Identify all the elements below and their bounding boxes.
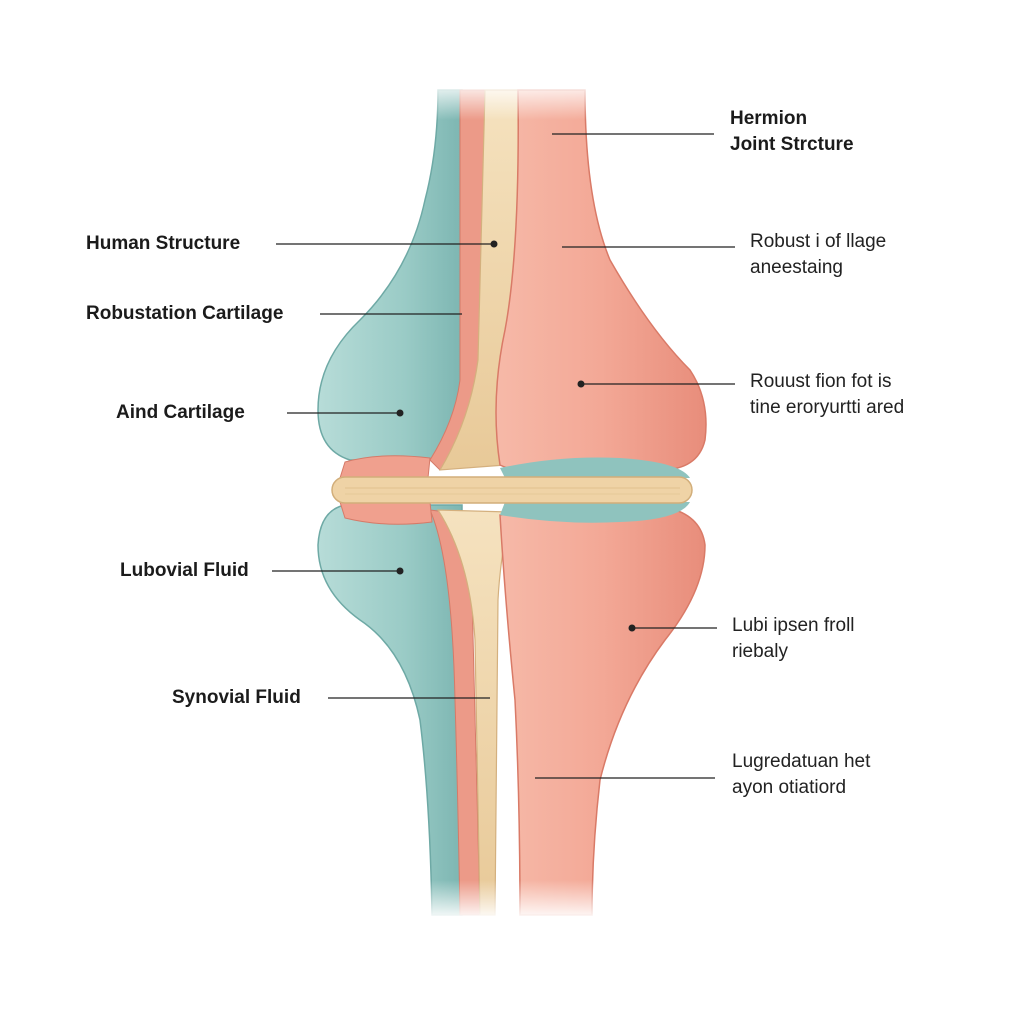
upper-teal-tissue <box>317 89 463 461</box>
label-right-3-line-1: Lubi ipsen froll <box>732 615 855 636</box>
label-right-2: Rouust fion fot is tine eroryurtti ared <box>750 369 904 421</box>
meniscus-disc <box>331 476 693 504</box>
upper-pink-bone <box>495 89 707 473</box>
label-right-1-line-2: aneestaing <box>750 257 843 278</box>
diagram-title: Hermion Joint Strcture <box>730 106 854 158</box>
title-line-1: Hermion <box>730 108 808 129</box>
label-right-1: Robust i of llage aneestaing <box>750 229 886 281</box>
leader-dots-right <box>577 380 636 632</box>
label-right-4-line-2: ayon otiatiord <box>732 777 847 798</box>
title-line-2: Joint Strcture <box>730 134 854 155</box>
label-right-1-line-1: Robust i of llage <box>750 231 887 252</box>
label-robustation-cartilage: Robustation Cartilage <box>86 303 284 324</box>
lower-teal-tissue <box>317 504 463 916</box>
label-synovial-fluid: Synovial Fluid <box>172 687 301 708</box>
label-lubovial-fluid: Lubovial Fluid <box>120 560 249 581</box>
lower-pink-bone <box>499 504 706 916</box>
label-right-4: Lugredatuan het ayon otiatiord <box>732 749 870 801</box>
leader-lines-left <box>272 243 494 699</box>
leader-lines-right <box>535 133 735 779</box>
label-aind-cartilage: Aind Cartilage <box>116 402 245 423</box>
label-right-2-line-1: Rouust fion fot is <box>750 371 892 392</box>
label-right-4-line-1: Lugredatuan het <box>732 751 871 772</box>
label-right-2-line-2: tine eroryurtti ared <box>750 397 905 418</box>
label-right-3: Lubi ipsen froll riebaly <box>732 613 855 665</box>
leader-dots-left <box>396 240 498 575</box>
label-human-structure: Human Structure <box>86 233 241 254</box>
label-right-3-line-2: riebaly <box>732 641 788 662</box>
